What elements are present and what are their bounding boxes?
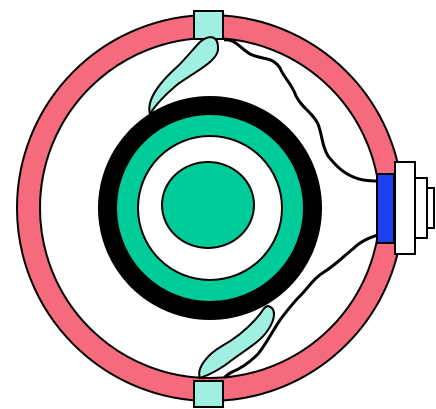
side-plug-tip	[427, 188, 434, 228]
side-connector-bar	[377, 174, 394, 243]
bottom-port	[194, 381, 223, 407]
side-plug-inner	[415, 178, 427, 238]
side-plug-outer	[395, 162, 415, 254]
top-port	[194, 11, 223, 39]
core-center	[162, 162, 254, 248]
side-connector	[377, 162, 434, 254]
core	[98, 96, 322, 320]
